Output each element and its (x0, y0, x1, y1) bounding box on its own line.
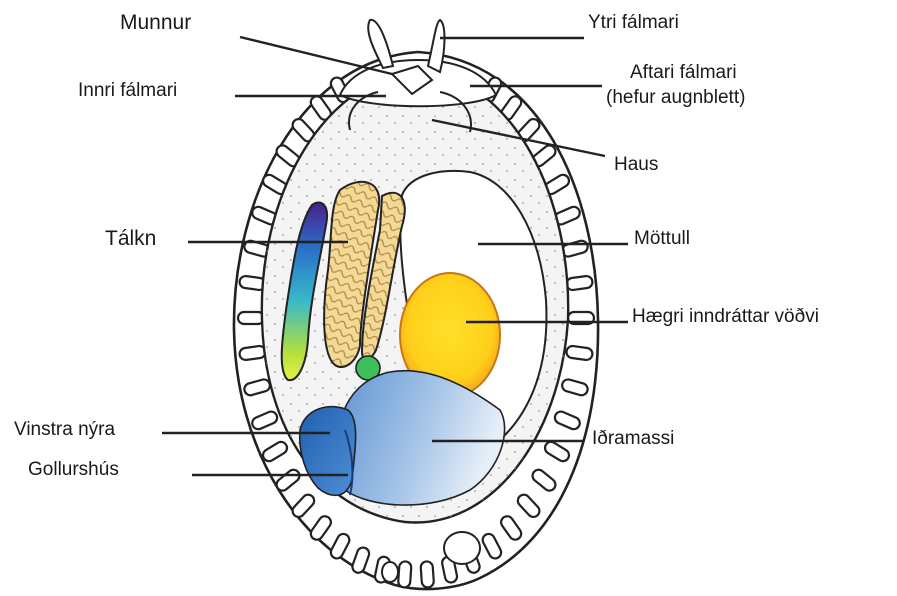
label-gollurshus: Gollurshús (28, 459, 119, 481)
label-aftari-falmari-note: (hefur augnblett) (606, 87, 745, 109)
label-talkn: Tálkn (105, 228, 156, 250)
label-idramassi: Iðramassi (592, 428, 674, 450)
label-innri-falmari: Innri fálmari (78, 80, 177, 102)
label-haus: Haus (614, 154, 658, 176)
leader-munnur (240, 37, 392, 74)
label-vinstra-nyra: Vinstra nýra (14, 419, 115, 441)
label-haegri-vodvi: Hægri inndráttar vöðvi (632, 306, 819, 328)
anal-papilla (444, 532, 480, 564)
fringe-tentacle (420, 561, 434, 588)
fringe-tentacle (398, 561, 412, 588)
label-munnur: Munnur (120, 12, 191, 34)
fringe-tentacle (239, 345, 266, 360)
label-ytri-falmari: Ytri fálmari (588, 12, 679, 34)
outer-tentacle-left (368, 20, 393, 68)
label-aftari-falmari: Aftari fálmari (630, 62, 737, 84)
fringe-tentacle (566, 345, 593, 360)
label-mottull: Möttull (634, 228, 690, 250)
outer-tentacle-right (428, 20, 445, 72)
fringe-tentacle (566, 275, 593, 290)
fringe-tentacle (238, 312, 264, 324)
